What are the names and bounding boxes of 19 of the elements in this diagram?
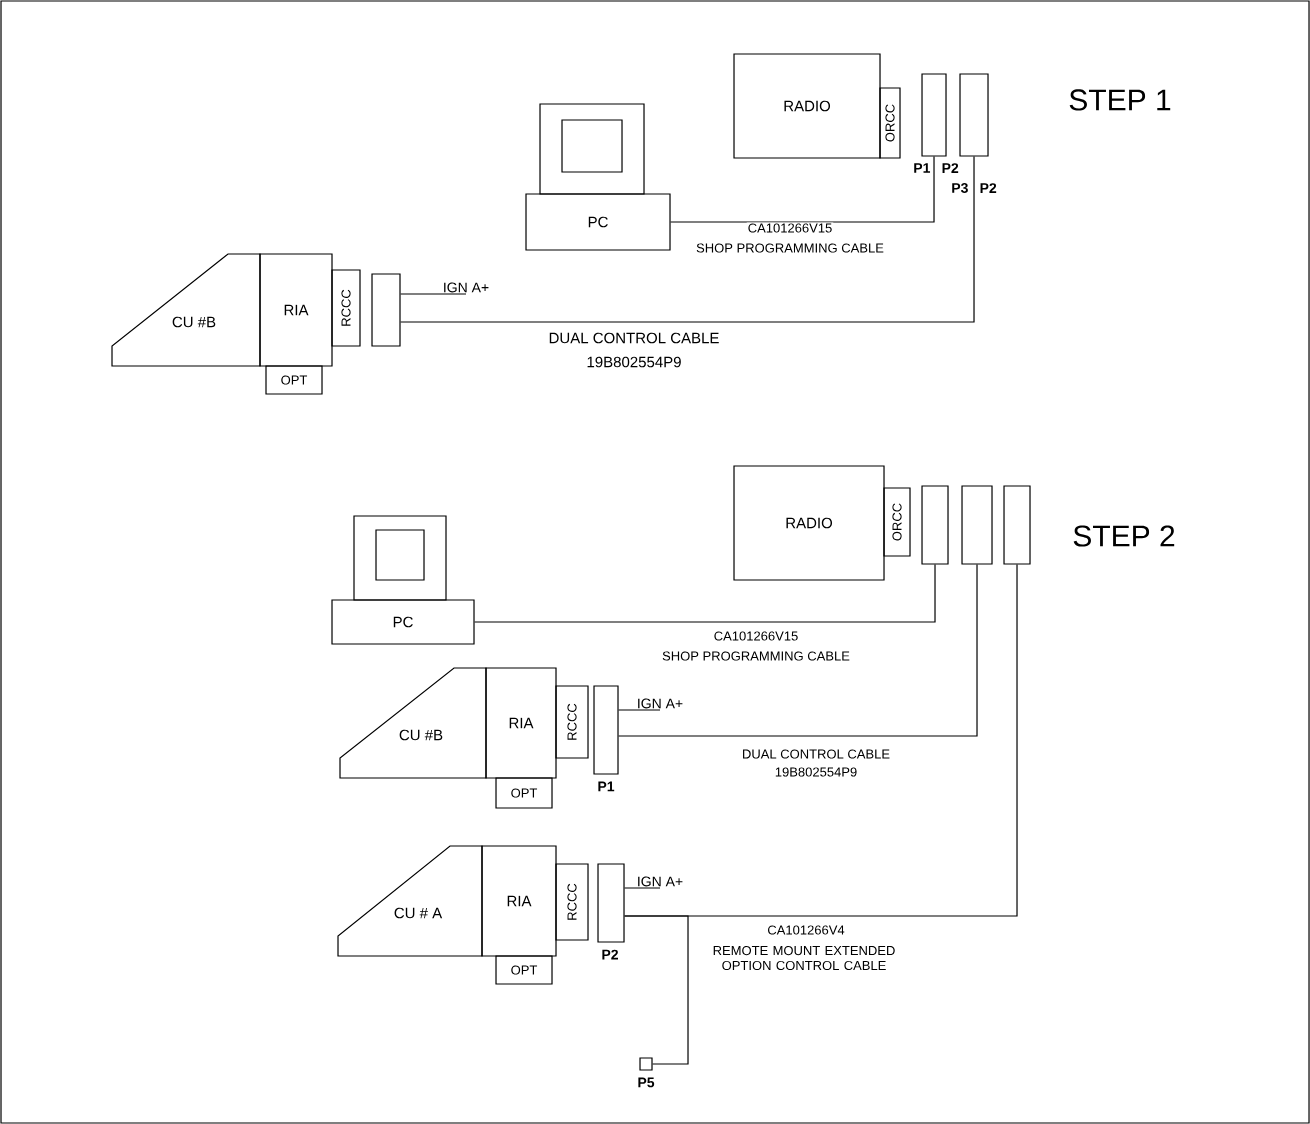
connector-plug bbox=[597, 863, 625, 943]
cable-line bbox=[624, 887, 661, 889]
connector-plug bbox=[921, 73, 947, 157]
cable-line bbox=[618, 564, 978, 737]
connector-plug bbox=[921, 485, 949, 565]
step-heading: STEP 2 bbox=[1073, 525, 1175, 547]
cable-line bbox=[670, 156, 935, 223]
connector-plug bbox=[1003, 485, 1031, 565]
cable-line bbox=[618, 709, 661, 711]
connector-plug bbox=[371, 273, 401, 347]
connector-plug bbox=[961, 485, 993, 565]
cable-line bbox=[400, 156, 975, 323]
cable-line bbox=[474, 564, 936, 623]
cable-line bbox=[624, 915, 689, 1065]
cable-line bbox=[400, 293, 467, 295]
connector-plug bbox=[959, 73, 989, 157]
connector-plug bbox=[593, 685, 619, 775]
connector-plug bbox=[639, 1057, 653, 1071]
step-heading: STEP 1 bbox=[1069, 89, 1171, 111]
